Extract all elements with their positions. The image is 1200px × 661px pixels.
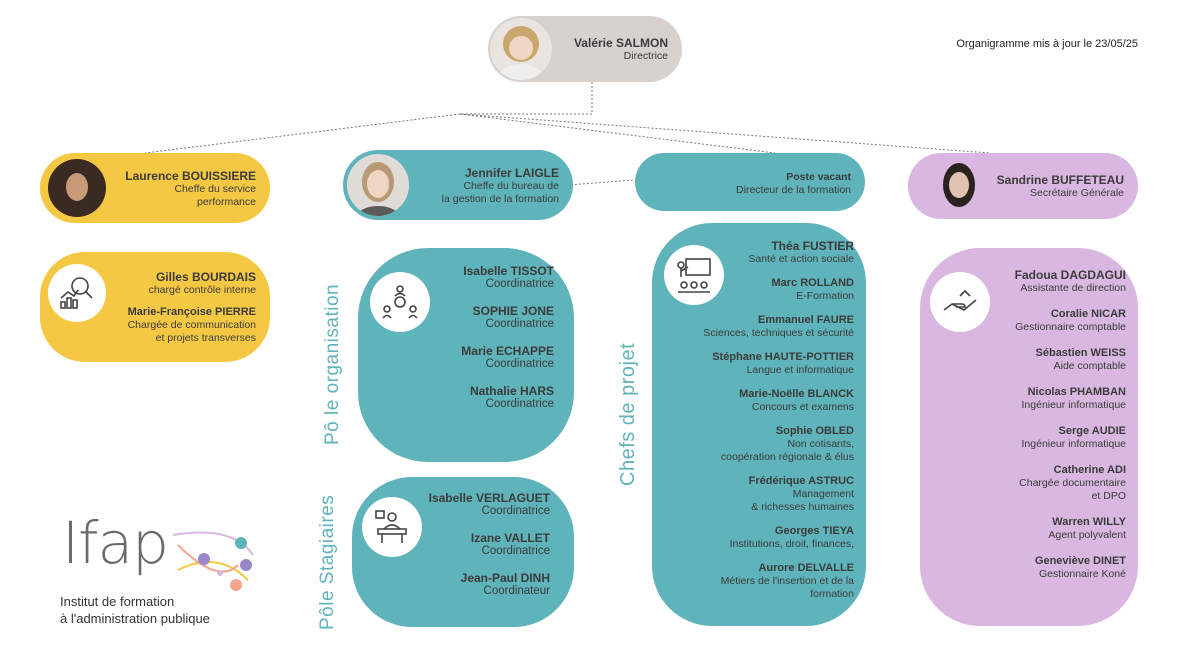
member-role: Ingénieur informatique xyxy=(1021,438,1126,450)
secretary-name: Sandrine BUFFETEAU xyxy=(996,173,1124,187)
perf-team-role: chargé contrôle interne xyxy=(148,284,256,296)
member-role: Coordinatrice xyxy=(485,358,554,370)
perf-team-card: Gilles BOURDAIS chargé contrôle interne … xyxy=(40,252,270,362)
trainee-desk-icon xyxy=(362,497,422,557)
member-name: Nicolas PHAMBAN xyxy=(1027,386,1126,398)
member-role: Coordinatrice xyxy=(481,545,550,557)
secretary-card: Sandrine BUFFETEAU Secrétaire Générale xyxy=(908,153,1138,219)
director-photo xyxy=(490,18,552,80)
helping-hand-icon xyxy=(930,272,990,332)
perf-team-name: Gilles BOURDAIS xyxy=(155,270,256,284)
formation-director-card: Poste vacant Directeur de la formation xyxy=(635,153,865,211)
formation-head-role-1: Cheffe du bureau de xyxy=(463,180,559,192)
secretary-role: Secrétaire Générale xyxy=(1030,187,1124,199)
member-name: Aurore DELVALLE xyxy=(758,562,854,574)
member-name: Théa FUSTIER xyxy=(771,239,854,253)
formation-director-role: Directeur de la formation xyxy=(736,184,851,196)
member-name: Catherine ADI xyxy=(1053,464,1126,476)
member-role: et DPO xyxy=(1091,490,1126,502)
member-role: Santé et action sociale xyxy=(748,253,854,265)
member-name: Marie ECHAPPE xyxy=(461,344,554,358)
member-name: Georges TIEYA xyxy=(774,525,854,537)
formation-head-card: Jennifer LAIGLE Cheffe du bureau de la g… xyxy=(343,150,573,220)
member-name: Isabelle TISSOT xyxy=(463,264,554,278)
member-role: Aide comptable xyxy=(1053,360,1126,372)
pole-stagiaires-title: Pôle Stagiaires xyxy=(317,494,338,630)
member-name: Warren WILLY xyxy=(1052,516,1126,528)
perf-team-name: Marie-Françoise PIERRE xyxy=(127,306,256,318)
member-role: Coordinatrice xyxy=(485,278,554,290)
member-role: Non cotisants, xyxy=(787,438,854,450)
logo-line-1: Institut de formation xyxy=(60,594,175,609)
member-name: Frédérique ASTRUC xyxy=(748,475,854,487)
member-name: Geneviève DINET xyxy=(1034,555,1126,567)
member-name: Izane VALLET xyxy=(470,531,550,545)
team-settings-icon xyxy=(370,272,430,332)
member-role: Coordinateur xyxy=(483,585,550,597)
member-name: Nathalie HARS xyxy=(469,384,554,398)
chefs-projet-title: Chefs de projet xyxy=(617,342,639,486)
member-name: Sébastien WEISS xyxy=(1035,347,1126,359)
director-name: Valérie SALMON xyxy=(573,36,668,50)
member-role: Concours et examens xyxy=(751,401,854,413)
member-name: Coralie NICAR xyxy=(1050,308,1126,320)
magnifier-chart-icon xyxy=(48,264,106,322)
logo-line-2: à l'administration publique xyxy=(60,611,210,626)
member-name: Fadoua DAGDAGUI xyxy=(1014,268,1126,282)
perf-head-card: Laurence BOUISSIERE Cheffe du service pe… xyxy=(40,153,270,223)
member-name: Stéphane HAUTE-POTTIER xyxy=(712,351,854,363)
perf-head-photo xyxy=(46,157,108,219)
formation-head-role-2: la gestion de la formation xyxy=(441,193,559,205)
member-name: Jean-Paul DINH xyxy=(460,571,550,585)
perf-head-role-2: performance xyxy=(197,196,256,208)
member-name: Isabelle VERLAGUET xyxy=(428,491,550,505)
member-role: Chargée documentaire xyxy=(1019,477,1126,489)
member-role: E-Formation xyxy=(796,290,854,302)
ifap-logo: Ifap Institut de formation à l'administr… xyxy=(58,509,278,635)
director-card: Valérie SALMON Directrice xyxy=(488,16,682,82)
member-name: Serge AUDIE xyxy=(1058,425,1126,437)
member-role: Coordinatrice xyxy=(485,318,554,330)
formation-director-name: Poste vacant xyxy=(786,171,851,183)
member-name: Sophie OBLED xyxy=(775,425,854,437)
update-note: Organigramme mis à jour le 23/05/25 xyxy=(956,38,1138,50)
perf-head-name: Laurence BOUISSIERE xyxy=(125,169,256,183)
member-role: Gestionnaire comptable xyxy=(1015,321,1126,333)
member-role: Assistante de direction xyxy=(1020,282,1126,294)
member-role: Sciences, techniques et sécurité xyxy=(703,327,854,339)
pole-orga-title: Pô le organisation xyxy=(322,283,343,445)
member-role: Métiers de l'insertion et de la xyxy=(720,575,854,587)
director-role: Directrice xyxy=(623,50,668,62)
member-role: Institutions, droit, finances, xyxy=(729,538,854,550)
formation-head-photo xyxy=(347,154,409,216)
member-role: formation xyxy=(810,588,854,600)
member-role: Langue et informatique xyxy=(746,364,854,376)
perf-head-role-1: Cheffe du service xyxy=(174,183,256,195)
perf-team-role: et projets transverses xyxy=(155,332,256,344)
member-name: Marc ROLLAND xyxy=(771,277,854,289)
member-role: Agent polyvalent xyxy=(1048,529,1126,541)
member-role: Gestionnaire Koné xyxy=(1039,568,1126,580)
member-name: SOPHIE JONE xyxy=(472,304,554,318)
logo-word: Ifap xyxy=(62,509,169,577)
member-name: Emmanuel FAURE xyxy=(758,314,854,326)
perf-team-role: Chargée de communication xyxy=(127,319,256,331)
member-role: Management xyxy=(792,488,854,500)
member-role: & richesses humaines xyxy=(751,501,854,513)
member-role: Coordinatrice xyxy=(481,505,550,517)
formation-head-name: Jennifer LAIGLE xyxy=(464,166,559,180)
member-role: Coordinatrice xyxy=(485,398,554,410)
member-role: coopération régionale & élus xyxy=(720,451,854,463)
secretary-photo xyxy=(928,155,990,217)
member-name: Marie-Noëlle BLANCK xyxy=(739,388,854,400)
teacher-board-icon xyxy=(664,245,724,305)
logo-swirl-icon xyxy=(172,531,254,591)
member-role: Ingénieur informatique xyxy=(1021,399,1126,411)
